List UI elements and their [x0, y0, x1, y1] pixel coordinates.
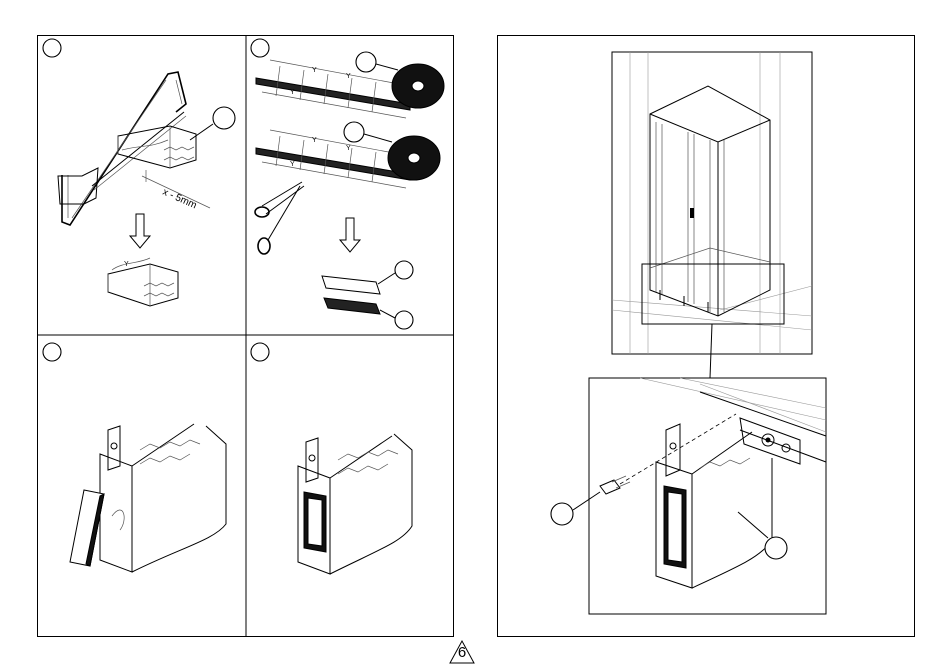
page-number: 6	[455, 644, 469, 661]
step-marker-circle	[251, 343, 269, 361]
tape-strip-upper	[256, 78, 410, 110]
panel-tape-applied	[251, 343, 412, 574]
bracket-tab	[108, 426, 120, 470]
svg-text:Y: Y	[312, 137, 317, 144]
part-callout-circle	[344, 122, 364, 142]
bracket-face	[100, 454, 132, 572]
part-callout-circle	[551, 503, 573, 525]
panel-enclosure	[551, 52, 826, 614]
step-marker-circle	[43, 343, 61, 361]
svg-text:Y: Y	[312, 67, 317, 74]
down-arrow-icon	[340, 218, 360, 252]
part-callout-circle	[356, 52, 376, 72]
detail-view-box	[589, 378, 826, 614]
step-marker-circle	[43, 39, 61, 57]
svg-text:Y: Y	[290, 89, 295, 96]
part-callout-circle	[765, 537, 787, 559]
tape-strip-lower	[256, 148, 410, 180]
panel-tape: Y Y Y Y Y Y	[251, 39, 444, 329]
cut-tape-piece-light	[322, 276, 380, 294]
door-handle-icon	[690, 208, 694, 218]
bracket-body	[692, 432, 772, 588]
svg-text:Y: Y	[346, 73, 351, 80]
bracket-tab	[306, 438, 318, 482]
svg-text:Y: Y	[290, 161, 295, 168]
cut-tape-piece-dark	[324, 298, 380, 314]
bracket-tab	[666, 424, 680, 476]
dimension-label: x - 5mm	[161, 187, 198, 212]
part-callout-circle	[395, 311, 413, 329]
cut-profile	[108, 264, 178, 306]
panel-apply-tape	[43, 343, 226, 572]
bottom-rail	[700, 392, 826, 462]
part-callout-circle	[395, 261, 413, 279]
step-marker-circle	[251, 39, 269, 57]
svg-text:Y: Y	[346, 145, 351, 152]
panel-saw: x - 5mm Y	[43, 39, 235, 306]
bracket-body	[330, 434, 412, 574]
down-arrow-icon	[130, 214, 150, 248]
scissors-icon	[255, 182, 304, 254]
screw-icon	[600, 480, 620, 494]
svg-text:Y: Y	[124, 261, 129, 268]
part-callout-circle	[213, 107, 235, 129]
